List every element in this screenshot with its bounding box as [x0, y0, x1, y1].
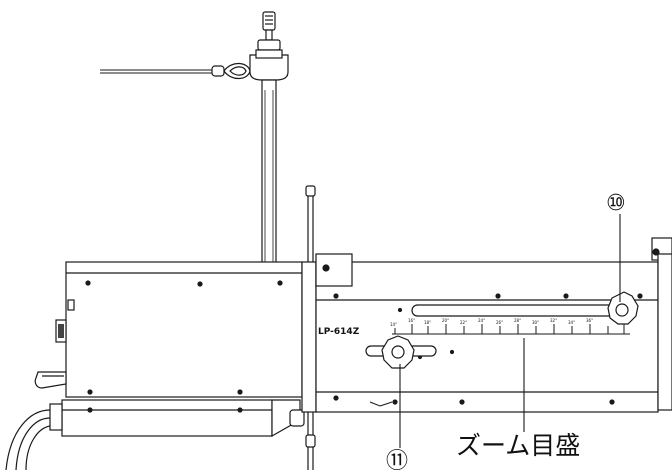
scale-tick-label: 36°: [586, 318, 593, 323]
leader-lines: [399, 214, 621, 448]
scale-tick-label: 28°: [514, 318, 521, 323]
scale-tick-label: 34°: [568, 320, 575, 325]
zoom-scale-caption: ズーム目盛: [456, 431, 580, 460]
zoom-lock-knob-11: [381, 335, 415, 369]
scale-tick-label: 14°: [390, 322, 397, 327]
scale-tick-label: 24°: [478, 318, 485, 323]
scale-tick-label: 22°: [460, 320, 467, 325]
zoom-slot-upper: [411, 304, 623, 317]
callout-10: ⑩: [606, 191, 626, 216]
scale-tick-label: 16°: [408, 318, 415, 323]
model-label: LP-614Z: [318, 327, 360, 337]
power-cord: [5, 409, 51, 470]
rear-housing: [55, 261, 303, 398]
scale-tick-labels: 14° 16° 18° 20° 22° 24° 26° 28° 30° 32° …: [390, 318, 593, 327]
scale-tick-label: 18°: [424, 320, 431, 325]
scale-tick-label: 20°: [442, 318, 449, 323]
lower-tray: [49, 399, 305, 438]
callout-11: ⑪: [386, 449, 408, 470]
zoom-scale: [392, 324, 630, 335]
scale-tick-label: 30°: [532, 320, 539, 325]
zoom-lock-knob-10: [607, 291, 639, 325]
safety-cable: [100, 62, 251, 80]
clamp-rod: [301, 185, 317, 470]
scale-tick-label: 32°: [550, 318, 557, 323]
scale-tick-label: 26°: [496, 320, 503, 325]
rear-bracket: [34, 371, 67, 389]
lens-barrel: [315, 237, 672, 413]
